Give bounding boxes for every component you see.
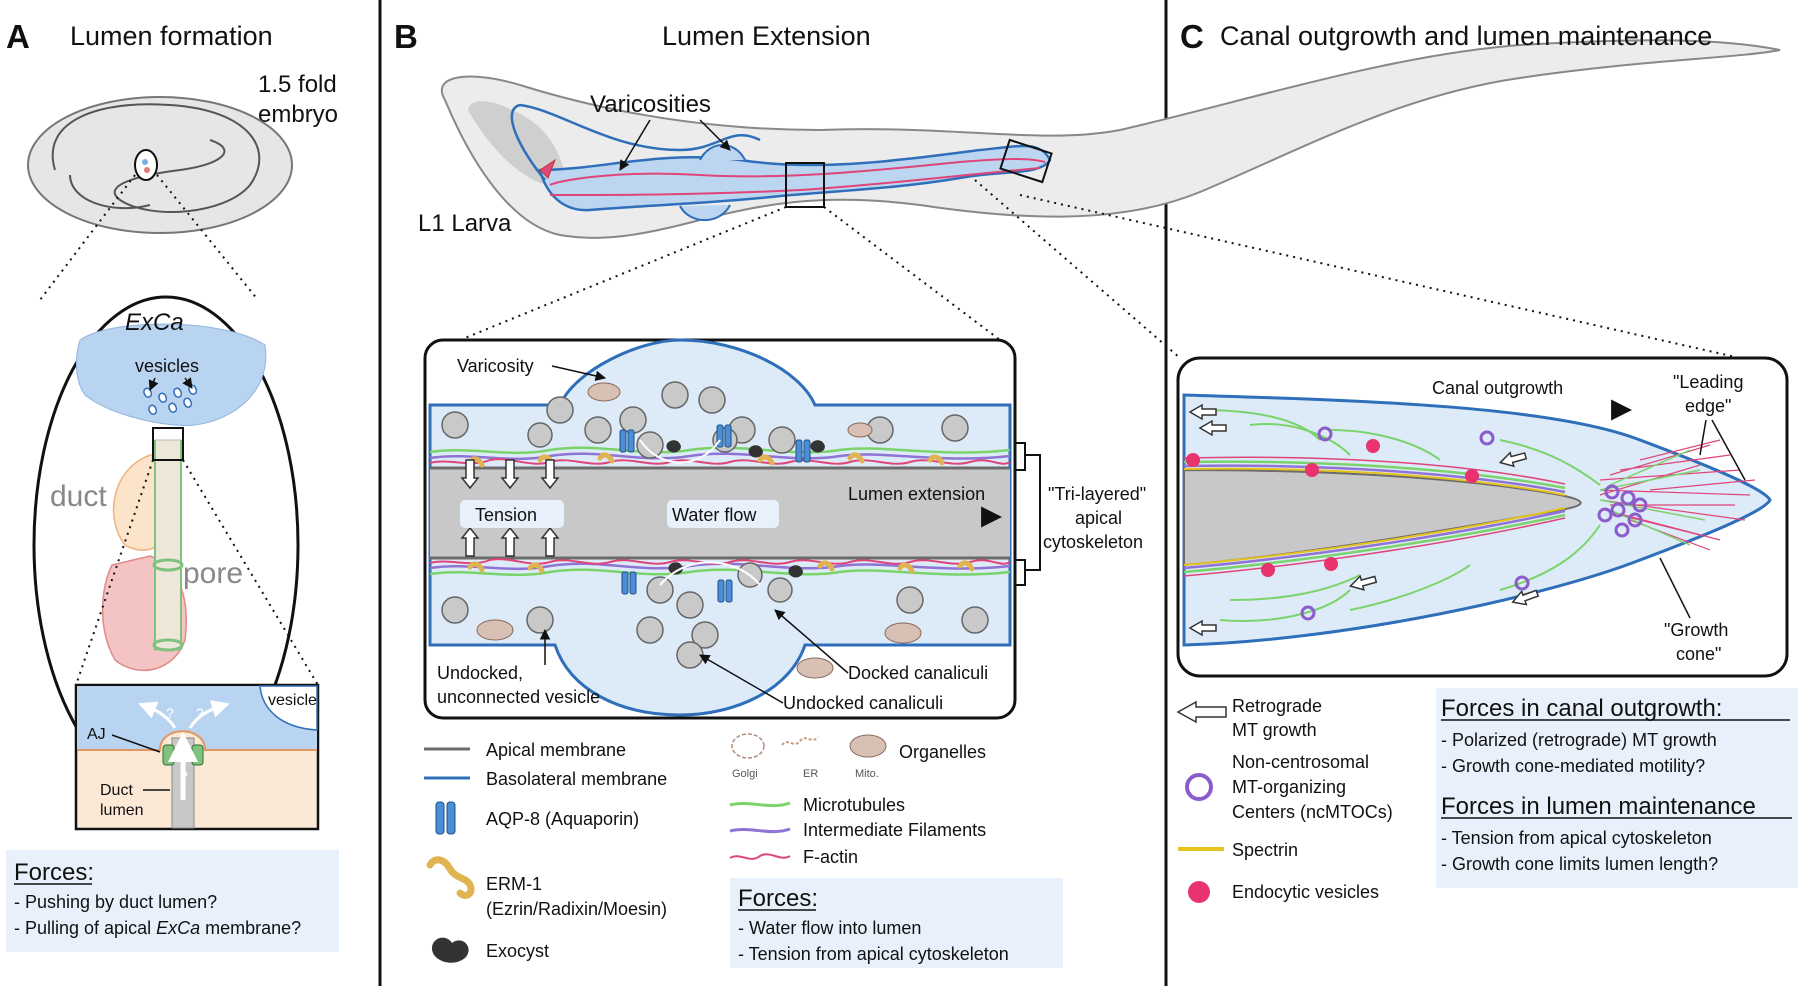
maintenance-line1: - Tension from apical cytoskeleton (1441, 828, 1712, 848)
growth-cone-line2: cone" (1676, 644, 1721, 664)
embryo-label-line2: embryo (258, 101, 338, 128)
legend-ncmtoc-line1: Non-centrosomal (1232, 752, 1369, 772)
forces-box-b (730, 878, 1063, 968)
svg-text:?: ? (196, 705, 204, 721)
legend-factin-label: F-actin (803, 847, 858, 867)
excretory-zoom (32, 295, 300, 795)
leading-edge-line1: "Leading (1673, 372, 1743, 392)
forces-b-title: Forces: (738, 885, 818, 912)
lumen-zoom-box (423, 338, 1041, 720)
forces-a-title: Forces: (14, 859, 94, 886)
lumen-extension-label: Lumen extension (848, 484, 985, 504)
tri-layered-line1: "Tri-layered" (1048, 484, 1146, 504)
panel-c-letter: C (1180, 18, 1204, 55)
tension-label: Tension (475, 505, 537, 525)
outgrowth-title: Forces in canal outgrowth: (1441, 695, 1722, 722)
pore-label: pore (183, 557, 243, 590)
panel-b-title: Lumen Extension (662, 21, 871, 51)
legend-mt-label: Microtubules (803, 795, 905, 815)
legend-ncmtoc-line3: Centers (ncMTOCs) (1232, 802, 1393, 822)
undocked-vesicle-line2: unconnected vesicle (437, 687, 600, 707)
legend-basolateral-label: Basolateral membrane (486, 769, 667, 789)
panel-b-letter: B (394, 18, 418, 55)
forces-box-a (6, 850, 339, 952)
zoom-line-right (156, 174, 259, 301)
panel-b: B Lumen Extension Varicosities L1 Larva (394, 18, 1781, 968)
inset-duct-label-2: lumen (100, 802, 144, 819)
water-flow-label: Water flow (672, 505, 757, 525)
legend-er-label: ER (803, 768, 818, 780)
outgrowth-line2: - Growth cone-mediated motility? (1441, 756, 1705, 776)
outgrowth-line1: - Polarized (retrograde) MT growth (1441, 730, 1717, 750)
legend-erm-label-2: (Ezrin/Radixin/Moesin) (486, 899, 667, 919)
panel-a-title: Lumen formation (70, 21, 273, 51)
leading-edge-line2: edge" (1685, 396, 1731, 416)
undocked-canaliculi-label: Undocked canaliculi (783, 693, 943, 713)
legend-mito-label: Mito. (855, 768, 879, 780)
legend-exocyst-label: Exocyst (486, 941, 549, 961)
legend-spectrin-label: Spectrin (1232, 840, 1298, 860)
legend-ncmtoc-line2: MT-organizing (1232, 777, 1346, 797)
forces-b-line1: - Water flow into lumen (738, 918, 921, 938)
panel-a-letter: A (6, 18, 30, 55)
embryo-illustration (27, 96, 293, 234)
worm-illustration (440, 39, 1781, 239)
duct-label: duct (50, 480, 107, 513)
forces-a-line2: - Pulling of apical ExCa membrane? (14, 918, 301, 938)
legend-organelles (731, 733, 887, 759)
tri-layered-line2: apical (1075, 508, 1122, 528)
svg-text:?: ? (180, 768, 188, 784)
legend-organelles-label: Organelles (899, 742, 986, 762)
inset-duct-label-1: Duct (100, 782, 133, 799)
legend-b (424, 733, 887, 963)
legend-retro-line1: Retrograde (1232, 696, 1322, 716)
svg-text:?: ? (166, 705, 174, 721)
vesicles-label: vesicles (135, 356, 199, 376)
inset-aj-label: AJ (87, 726, 106, 743)
aj-inset: ? ? ? (74, 683, 320, 831)
tri-layered-line3: cytoskeleton (1043, 532, 1143, 552)
panel-c-title: Canal outgrowth and lumen maintenance (1220, 21, 1712, 51)
varicosities-label: Varicosities (590, 91, 711, 118)
varicosity-label: Varicosity (457, 356, 534, 376)
legend-aqp-label: AQP-8 (Aquaporin) (486, 809, 639, 829)
outgrowth-box (1176, 356, 1789, 678)
docked-canaliculi-label: Docked canaliculi (848, 663, 988, 683)
canal-outgrowth-label: Canal outgrowth (1432, 378, 1563, 398)
maintenance-title: Forces in lumen maintenance (1441, 793, 1756, 820)
legend-retro-line2: MT growth (1232, 720, 1317, 740)
legend-c (1176, 700, 1227, 903)
forces-box-c (1436, 688, 1798, 888)
forces-a-line1: - Pushing by duct lumen? (14, 892, 217, 912)
embryo-label-line1: 1.5 fold (258, 71, 337, 98)
growth-cone-line1: "Growth (1664, 620, 1728, 640)
l1-larva-label: L1 Larva (418, 210, 512, 237)
inset-vesicle-label: vesicle (268, 692, 317, 709)
panel-a: A Lumen formation 1.5 fold embryo (6, 18, 339, 952)
zoom-line-left (39, 174, 136, 301)
forces-b-line2: - Tension from apical cytoskeleton (738, 944, 1009, 964)
maintenance-line2: - Growth cone limits lumen length? (1441, 854, 1718, 874)
inset-zoom-right (182, 459, 319, 686)
legend-golgi-label: Golgi (732, 768, 758, 780)
panel-c: C Canal outgrowth and lumen maintenance (974, 18, 1798, 903)
legend-if-label: Intermediate Filaments (803, 820, 986, 840)
excca-label: ExCa (125, 309, 184, 336)
legend-apical-label: Apical membrane (486, 740, 626, 760)
legend-endo-label: Endocytic vesicles (1232, 882, 1379, 902)
undocked-vesicle-line1: Undocked, (437, 663, 523, 683)
legend-erm-label-1: ERM-1 (486, 874, 542, 894)
